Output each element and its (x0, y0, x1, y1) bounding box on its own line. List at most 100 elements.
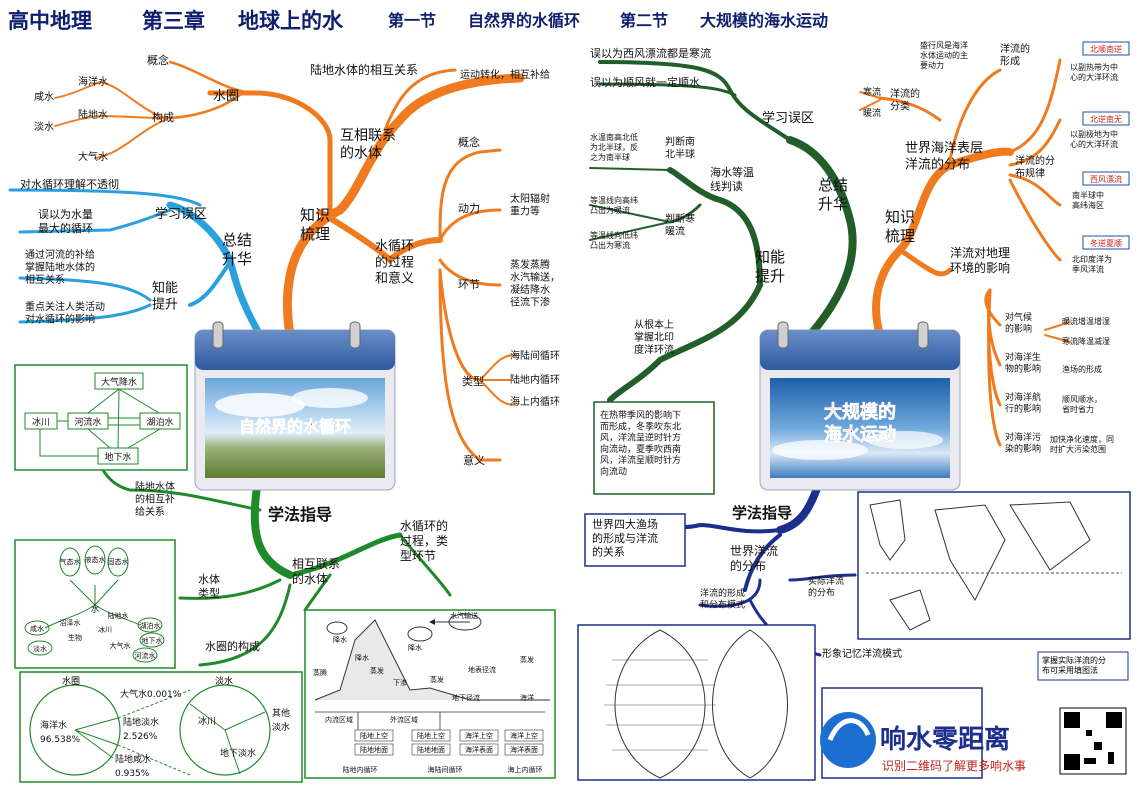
line-line: 过程，类 (400, 533, 448, 548)
line-line: 的水体 (340, 146, 382, 162)
line-line: 形成 (1000, 56, 1020, 68)
law-3: 南半球中高纬海区 (1072, 190, 1104, 210)
line-line: 季风洋流 (1072, 264, 1104, 274)
node-fresh-water: 淡水 (34, 121, 54, 133)
node-ocean-water: 海洋水 (78, 75, 108, 88)
header-section2: 第二节 (620, 11, 668, 30)
tree-glacier: 冰川 (98, 625, 112, 634)
tree-swamp: 沼泽水 (60, 618, 81, 627)
influence-navigation: 对海洋航行的影响 (1005, 391, 1041, 414)
node-summary-left: 总结升华 (222, 231, 252, 268)
cycle-box-land-air-2: 陆地上空 (417, 731, 445, 740)
line-line: 的分布 (808, 586, 835, 598)
node-land-water: 陆地水 (78, 108, 108, 121)
box-glacier: 冰川 (32, 416, 50, 428)
line-line: 的影响 (1005, 322, 1032, 334)
node-isotherm-cold: 等温线向低纬凸出为寒流 (590, 230, 638, 250)
node-judge-warm-cold: 判断寒暖流 (665, 212, 695, 238)
line-line: 2.526% (123, 732, 158, 742)
node-type-sea-land: 海陆间循环 (510, 349, 560, 362)
node-current-classification: 洋流的分类 (890, 87, 920, 113)
water-cycle-diagram: 水汽输送 降水 降水 降水 蒸腾 蒸发 蒸发 蒸发 下渗 地表径流 地下径流 海… (304, 609, 556, 779)
law-4: 北印度洋为季风洋流 (1072, 254, 1112, 274)
node-land-supply: 陆地水体的相互补给关系 (135, 480, 175, 518)
pie-glacier: 冰川 (198, 715, 216, 727)
influence-climate: 对气候的影响 (1005, 311, 1032, 334)
line-line: 径流下渗 (510, 296, 550, 309)
line-line: 度洋环流 (634, 343, 674, 356)
left-nodes: 陆地水体的相互关系 运动转化，相互补给 互相联系的水体 水圈 概念 构成 海洋水… (20, 53, 560, 653)
node-knowledge-sorting-right: 知识梳理 (885, 208, 915, 245)
world-current-map (857, 491, 1131, 640)
node-type-land-inner: 陆地内循环 (510, 373, 560, 386)
node-learning-pitfall-left: 学习误区 (155, 206, 207, 222)
node-isotherm-reading: 海水等温线判读 (710, 165, 754, 193)
node-cold-current: 寒流 (863, 86, 881, 98)
line-line: 布可采用填图法 (1042, 665, 1098, 675)
pie-other: 其他淡水 (272, 707, 290, 733)
node-knowledge-sorting-left: 知识梳理 (300, 206, 330, 243)
line-line: 分类 (890, 100, 910, 113)
node-cycle-driver: 动力 (458, 202, 480, 215)
node-isotherm-hemisphere: 水温南高北低为北半球，反之为南半球 (590, 132, 638, 162)
node-atmospheric-water: 大气水 (78, 150, 108, 163)
node-cycle-significance: 意义 (463, 453, 485, 467)
line-line: 提升 (755, 267, 785, 285)
line-line: 物的影响 (1005, 362, 1041, 374)
cycle-outflow-area: 外流区域 (390, 715, 418, 724)
node-cycle-concept: 概念 (458, 135, 480, 149)
node-summary-right: 总结升华 (818, 176, 848, 213)
law-tag-2: 北逆南无 (1090, 114, 1122, 124)
node-cycle-process-types: 水循环的过程，类型环节 (400, 518, 448, 563)
cycle-box-land-ground-2: 陆地地面 (417, 745, 445, 754)
tree-solid: 固态水 (108, 557, 129, 566)
line-line: 向流动，夏季吹西南 (600, 443, 681, 455)
water-type-tree-diagram: 气态水 液态水 固态水 水 咸水 淡水 生物 湖泊水 地下水 河流水 陆地水 大… (14, 539, 176, 669)
node-interconnected-2: 相互联系的水体 (292, 557, 340, 586)
node-world-ocean-surface: 世界海洋表层洋流的分布 (905, 141, 983, 172)
node-links-value: 蒸发蒸腾水汽输送，凝结降水径流下渗 (510, 258, 560, 309)
node-interconnected-water-bodies: 互相联系的水体 (340, 128, 396, 162)
line-line: 暖流 (665, 225, 685, 238)
line-line: 高纬海区 (1072, 200, 1104, 210)
influence-navigation-value: 顺风顺水，省时省力 (1062, 394, 1102, 414)
node-ability-right: 知能提升 (755, 248, 785, 285)
line-line: 心的大洋环流 (1070, 72, 1118, 82)
tree-land: 陆地水 (108, 611, 129, 620)
line-line: 相互关系 (25, 273, 65, 286)
line-line: 凝结降水 (510, 283, 550, 296)
node-driver-value: 太阳辐射重力等 (510, 192, 550, 218)
left-calendar: 自然界的水循环 (194, 321, 396, 491)
cycle-surface-runoff: 地表径流 (468, 665, 496, 674)
node-current-influence: 洋流对地理环境的影响 (950, 245, 1010, 275)
node-current-formation: 洋流的形成 (1000, 42, 1030, 68)
node-learning-pitfall-right: 学习误区 (762, 110, 814, 126)
line-line: 行的影响 (1005, 402, 1041, 414)
line-line: 凸出为暖流 (590, 205, 630, 215)
header-chapter-title: 地球上的水 (238, 9, 344, 33)
header-chapter: 第三章 (142, 9, 205, 33)
line-line: 的关系 (592, 545, 625, 559)
cycle-ocean: 海洋 (520, 693, 534, 702)
header-section1: 第一节 (388, 11, 436, 30)
line-line: 风，洋流呈逆时针方 (600, 432, 681, 444)
tree-river: 河流水 (135, 651, 156, 660)
cycle-inland-area: 内流区域 (325, 715, 353, 724)
line-line: 重力等 (510, 205, 540, 218)
line-line: 的分布 (730, 558, 766, 573)
cycle-evaporation-3: 蒸发 (520, 655, 534, 664)
line-line: 线判读 (710, 179, 743, 193)
law-2: 以副极地为中心的大洋环流 (1070, 129, 1118, 149)
node-salt-water: 咸水 (34, 91, 54, 103)
node-warm-current: 暖流 (863, 107, 881, 119)
node-water-cycle-process: 水循环的过程和意义 (375, 239, 414, 287)
influence-biology: 对海洋生物的影响 (1005, 351, 1041, 374)
node-isotherm-warm: 等温线向高纬凸出为暖流 (590, 195, 638, 215)
node-water-body-types: 水体类型 (198, 572, 220, 600)
left-calendar-title: 自然界的水循环 (239, 417, 351, 436)
node-misunderstand: 对水循环理解不透彻 (20, 177, 119, 191)
line-line: 布规律 (1015, 167, 1045, 180)
cycle-ground-runoff: 地下径流 (452, 693, 480, 702)
line-line: 风，洋流呈顺时针方 (600, 454, 681, 466)
